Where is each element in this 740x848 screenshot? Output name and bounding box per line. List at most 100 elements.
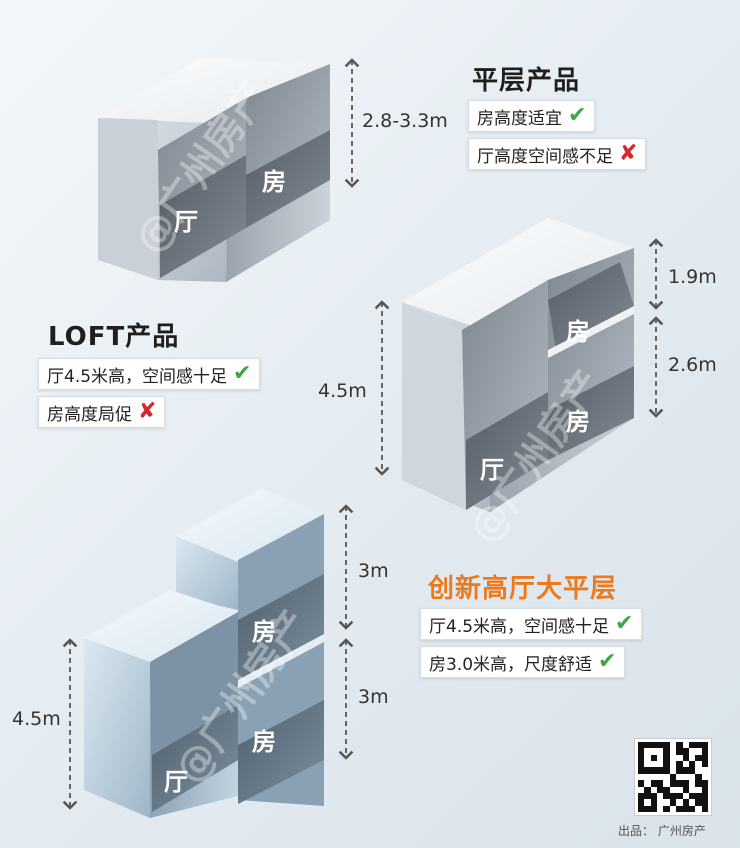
innovative-row-1-text: 厅4.5米高，空间感十足 — [429, 616, 610, 637]
loft-row-1: 厅4.5米高，空间感十足 ✔ — [38, 358, 261, 390]
qr-module — [650, 805, 658, 812]
qr-module — [676, 748, 683, 755]
qr-module — [663, 773, 670, 781]
qr-module — [638, 792, 645, 800]
qr-module — [676, 761, 683, 768]
credit-text: 出品： 广州房产 — [618, 824, 706, 838]
qr-module — [638, 773, 645, 781]
qr-module — [644, 748, 651, 755]
innovative-row-2: 房3.0米高，尺度舒适 ✔ — [420, 646, 626, 678]
qr-module — [695, 742, 702, 749]
qr-module — [638, 767, 645, 774]
check-icon: ✔ — [598, 649, 617, 674]
qr-module — [676, 786, 683, 793]
qr-module — [695, 799, 702, 806]
cross-icon: ✘ — [619, 141, 638, 166]
qr-module — [688, 767, 696, 774]
qr-module — [688, 761, 696, 768]
check-icon: ✔ — [233, 361, 252, 386]
innovative-row-1: 厅4.5米高，空间感十足 ✔ — [420, 608, 643, 640]
qr-module — [688, 799, 696, 806]
qr-module — [644, 786, 651, 793]
loft-row-2-text: 房高度局促 — [47, 404, 132, 425]
cross-icon: ✘ — [138, 399, 157, 424]
qr-module — [669, 799, 677, 806]
qr-module — [688, 748, 696, 755]
qr-module — [638, 799, 645, 806]
qr-module — [682, 780, 689, 787]
qr-module — [650, 773, 658, 781]
qr-module — [644, 761, 651, 768]
qr-module — [688, 742, 696, 749]
qr-module — [701, 773, 708, 781]
qr-module — [638, 780, 645, 787]
qr-module — [663, 754, 670, 762]
innovative-lower-height-label: 3m — [358, 686, 389, 708]
qr-module — [663, 786, 670, 793]
qr-module — [701, 748, 708, 755]
qr-module — [695, 773, 702, 781]
qr-module — [669, 754, 677, 762]
qr-module — [695, 748, 702, 755]
qr-module — [663, 761, 670, 768]
qr-module — [644, 773, 651, 781]
qr-module — [701, 767, 708, 774]
qr-module — [688, 780, 696, 787]
qr-module — [657, 786, 664, 793]
qr-module — [682, 799, 689, 806]
qr-module — [701, 786, 708, 793]
qr-module — [695, 792, 702, 800]
qr-module — [688, 792, 696, 800]
qr-module — [644, 792, 651, 800]
qr-module — [676, 799, 683, 806]
qr-module — [650, 780, 658, 787]
qr-module — [669, 786, 677, 793]
loft-row-1-text: 厅4.5米高，空间感十足 — [47, 366, 228, 387]
qr-module — [650, 767, 658, 774]
qr-module — [657, 780, 664, 787]
qr-module — [701, 792, 708, 800]
loft-unit-model — [402, 218, 634, 512]
qr-module — [644, 742, 651, 749]
qr-module — [650, 799, 658, 806]
qr-module — [682, 792, 689, 800]
innovative-upper-room-label: 房 — [252, 618, 276, 646]
qr-module — [663, 805, 670, 812]
loft-upper-height-label: 1.9m — [668, 266, 717, 288]
loft-lower-height-label: 2.6m — [668, 354, 717, 376]
qr-module — [676, 742, 683, 749]
qr-module — [682, 742, 689, 749]
qr-module — [676, 780, 683, 787]
loft-hall-label: 厅 — [480, 456, 504, 484]
qr-module — [669, 742, 677, 749]
qr-module — [676, 754, 683, 762]
qr-module — [663, 767, 670, 774]
qr-module — [650, 792, 658, 800]
flat-hall-label: 厅 — [174, 208, 198, 236]
flat-row-1: 房高度适宜 ✔ — [468, 100, 596, 132]
qr-module — [695, 786, 702, 793]
qr-module — [669, 748, 677, 755]
qr-module — [638, 742, 645, 749]
qr-module — [638, 748, 645, 755]
qr-module — [644, 805, 651, 812]
qr-module — [669, 792, 677, 800]
qr-module — [657, 767, 664, 774]
loft-total-height-label: 4.5m — [318, 380, 367, 402]
qr-module — [688, 786, 696, 793]
qr-module — [644, 799, 651, 806]
qr-module — [682, 773, 689, 781]
innovative-hall-label: 厅 — [164, 768, 188, 796]
qr-module — [701, 742, 708, 749]
qr-module — [644, 780, 651, 787]
qr-module — [682, 748, 689, 755]
qr-module — [663, 799, 670, 806]
qr-module — [695, 754, 702, 762]
qr-module — [650, 761, 658, 768]
qr-module — [682, 754, 689, 762]
loft-lower-room-label: 房 — [566, 408, 590, 436]
qr-module — [701, 754, 708, 762]
qr-module — [644, 767, 651, 774]
innovative-section-title: 创新高厅大平层 — [428, 574, 618, 604]
